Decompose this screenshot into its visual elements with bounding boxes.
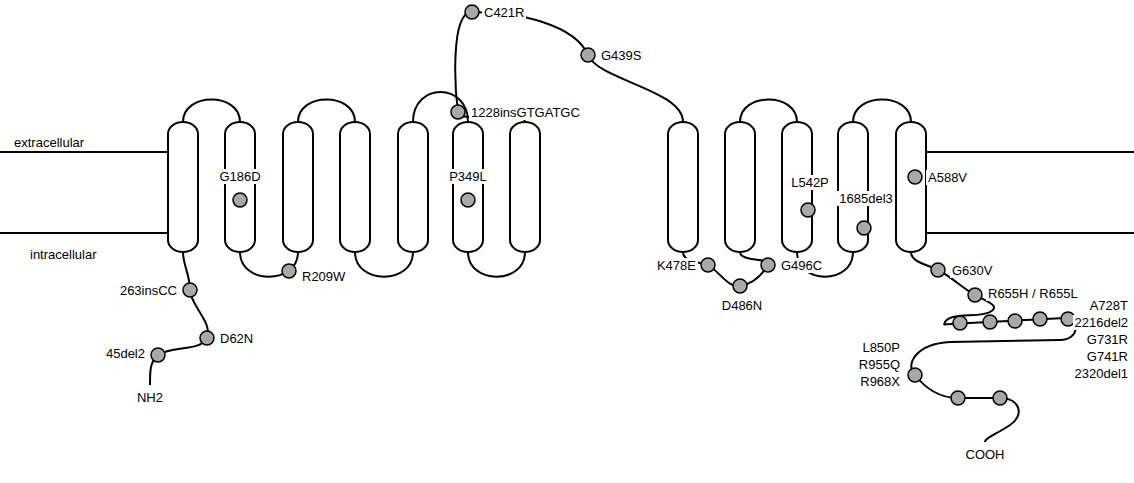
- extracellular-loop: [740, 100, 797, 123]
- extracellular-loop: [853, 100, 911, 123]
- region-label: extracellular: [12, 135, 86, 150]
- mutation-dot: [701, 258, 715, 272]
- mutation-label: L850P: [860, 340, 902, 355]
- mutation-dot: [1033, 312, 1047, 326]
- transmembrane-helix: [398, 122, 428, 252]
- membrane-line: [926, 151, 1134, 153]
- mutation-dot: [581, 48, 595, 62]
- mutation-label: A588V: [926, 170, 969, 185]
- mutation-label: A728T: [1088, 298, 1130, 313]
- mutation-dot: [465, 5, 479, 19]
- transmembrane-helix: [340, 122, 370, 252]
- terminus-label: NH2: [135, 390, 165, 405]
- mutation-dot: [857, 221, 871, 235]
- mutation-dot: [151, 348, 165, 362]
- mutation-dot: [953, 316, 967, 330]
- n-terminal-tail: [150, 252, 208, 385]
- mutation-label: C421R: [482, 5, 526, 20]
- extracellular-loop: [298, 100, 355, 123]
- extracellular-loop: [455, 12, 683, 122]
- mutation-dot: [1008, 314, 1022, 328]
- transmembrane-helix: [453, 122, 483, 252]
- transmembrane-helix: [725, 122, 755, 252]
- mutation-label: G439S: [599, 48, 643, 63]
- transmembrane-helix: [510, 122, 540, 252]
- mutation-dot: [908, 368, 922, 382]
- mutation-dot: [801, 203, 815, 217]
- terminus-label: COOH: [964, 447, 1007, 462]
- mutation-label: R968X: [858, 374, 902, 389]
- region-label: intracellular: [28, 247, 98, 262]
- transmembrane-helix: [283, 122, 313, 252]
- extracellular-loop: [183, 100, 240, 123]
- intracellular-loop: [468, 252, 525, 277]
- mutation-label: R655H / R655L: [986, 286, 1080, 301]
- membrane-line: [0, 232, 168, 234]
- mutation-label: K478E: [655, 258, 698, 273]
- intracellular-loop: [355, 252, 413, 277]
- mutation-dot: [968, 288, 982, 302]
- mutation-label: 2320del1: [1073, 366, 1131, 381]
- mutation-label: 263insCC: [118, 283, 179, 298]
- transmembrane-helix: [896, 122, 926, 252]
- membrane-line: [926, 232, 1134, 234]
- mutation-label: D62N: [218, 331, 255, 346]
- mutation-dot: [983, 315, 997, 329]
- mutation-label: G630V: [950, 263, 994, 278]
- mutation-label: 1228insGTGATGC: [469, 105, 582, 120]
- mutation-label: G731R: [1085, 332, 1130, 347]
- mutation-dot: [761, 258, 775, 272]
- mutation-dot: [908, 170, 922, 184]
- mutation-dot: [993, 391, 1007, 405]
- transmembrane-helix: [225, 122, 255, 252]
- mutation-dot: [733, 279, 747, 293]
- mutation-dot: [200, 331, 214, 345]
- mutation-dot: [931, 263, 945, 277]
- mutation-label: L542P: [789, 175, 831, 190]
- transmembrane-helix: [168, 122, 198, 252]
- mutation-dot: [183, 283, 197, 297]
- mutation-dot: [233, 193, 247, 207]
- mutation-label: 2216del2: [1073, 315, 1131, 330]
- mutation-dot: [951, 391, 965, 405]
- mutation-dot: [282, 264, 296, 278]
- membrane-line: [0, 151, 168, 153]
- mutation-label: 45del2: [104, 346, 147, 361]
- mutation-dot: [451, 105, 465, 119]
- transmembrane-helix: [668, 122, 698, 252]
- mutation-label: R209W: [300, 269, 347, 284]
- mutation-label: 1685del3: [837, 191, 895, 206]
- mutation-label: G741R: [1085, 349, 1130, 364]
- mutation-label: P349L: [447, 169, 489, 184]
- c-terminal-tail: [911, 252, 1076, 442]
- mutation-label: R955Q: [857, 357, 902, 372]
- mutation-label: G496C: [779, 258, 824, 273]
- extracellular-loop: [413, 92, 468, 122]
- mutation-dot: [461, 193, 475, 207]
- mutation-label: D486N: [720, 298, 764, 313]
- mutation-label: G186D: [217, 169, 262, 184]
